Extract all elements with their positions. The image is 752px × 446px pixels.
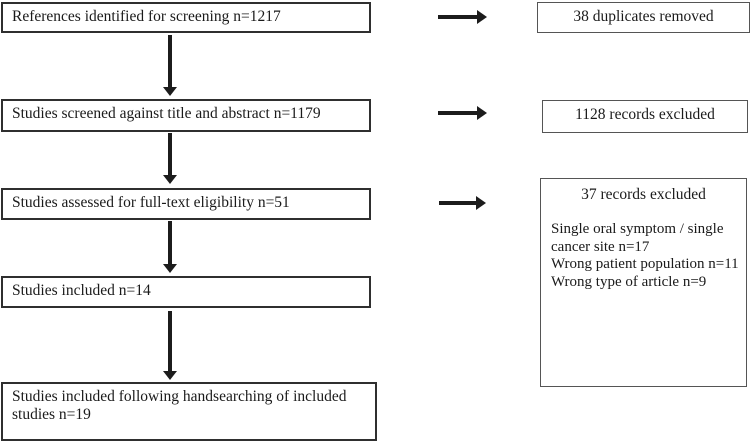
flow-box-records-excluded-label: 1128 records excluded xyxy=(575,106,715,123)
down-arrow-icon xyxy=(163,35,177,96)
flow-box-handsearching-included: Studies included following handsearching… xyxy=(1,382,377,441)
flow-box-fulltext-eligibility: Studies assessed for full-text eligibili… xyxy=(1,188,371,220)
right-arrow-icon xyxy=(438,10,487,24)
arrow-head xyxy=(163,371,177,380)
arrow-head xyxy=(163,87,177,96)
arrow-head xyxy=(477,106,487,120)
exclusion-reason-wrong-article: Wrong type of article n=9 xyxy=(551,273,707,290)
flow-box-studies-screened-label: Studies screened against title and abstr… xyxy=(12,105,321,122)
arrow-head xyxy=(163,264,177,273)
down-arrow-icon xyxy=(163,133,177,184)
arrow-head xyxy=(163,175,177,184)
exclusion-reason-wrong-population: Wrong patient population n=11 xyxy=(551,256,739,272)
flow-box-references-identified: References identified for screening n=12… xyxy=(1,2,371,33)
arrow-head xyxy=(477,10,487,24)
arrow-head xyxy=(476,196,486,210)
arrow-shaft xyxy=(168,133,172,175)
arrow-shaft xyxy=(438,111,477,115)
flow-box-fulltext-excluded-reasons: Single oral symptom / single cancer site… xyxy=(541,221,746,291)
down-arrow-icon xyxy=(163,221,177,273)
right-arrow-icon xyxy=(439,196,486,210)
flow-box-studies-included: Studies included n=14 xyxy=(1,276,371,308)
flow-box-handsearching-included-label: Studies included following handsearching… xyxy=(12,388,347,423)
flow-box-fulltext-eligibility-label: Studies assessed for full-text eligibili… xyxy=(12,194,290,211)
flow-box-fulltext-excluded: 37 records excluded Single oral symptom … xyxy=(540,178,747,387)
arrow-shaft xyxy=(439,201,476,205)
flow-box-studies-included-label: Studies included n=14 xyxy=(12,282,151,299)
flow-box-references-identified-label: References identified for screening n=12… xyxy=(12,8,281,25)
flow-box-records-excluded: 1128 records excluded xyxy=(542,100,748,133)
flow-box-duplicates-removed: 38 duplicates removed xyxy=(537,2,750,33)
arrow-shaft xyxy=(168,311,172,371)
flow-box-fulltext-excluded-title: 37 records excluded xyxy=(581,186,706,203)
arrow-shaft xyxy=(168,221,172,264)
right-arrow-icon xyxy=(438,106,487,120)
down-arrow-icon xyxy=(163,311,177,380)
exclusion-reason-single-symptom: Single oral symptom / single cancer site… xyxy=(551,221,724,255)
flow-box-studies-screened: Studies screened against title and abstr… xyxy=(1,99,371,132)
flow-box-duplicates-removed-label: 38 duplicates removed xyxy=(573,8,714,25)
arrow-shaft xyxy=(168,35,172,87)
arrow-shaft xyxy=(438,15,477,19)
